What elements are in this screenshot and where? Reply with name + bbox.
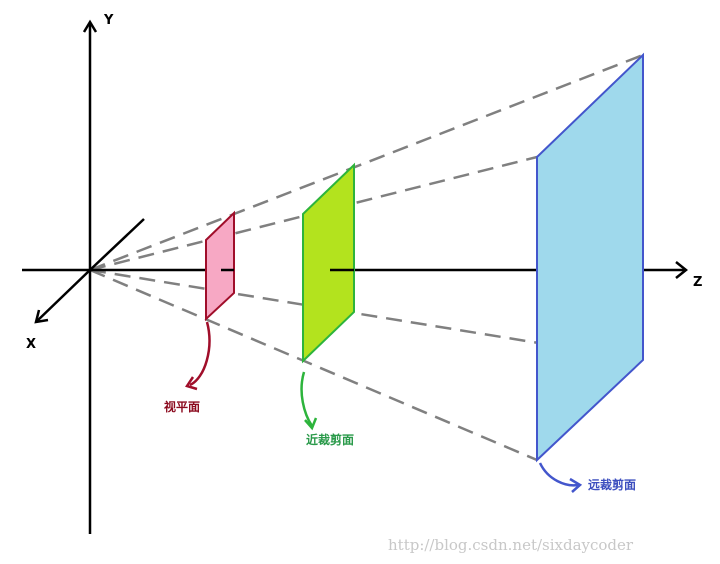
view-plane-pointer <box>185 321 211 391</box>
x-axis-label: X <box>26 337 36 352</box>
z-axis-arrow <box>675 261 689 279</box>
near-clip-pointer <box>300 371 318 431</box>
y-axis-label: Y <box>103 13 114 28</box>
x-axis-back <box>89 218 145 271</box>
view-plane-label: 视平面 <box>164 399 200 414</box>
near-clip-plane <box>302 162 355 364</box>
x-axis <box>35 269 91 323</box>
x-axis-arrow <box>34 309 49 324</box>
watermark: http://blog.csdn.net/sixdaycoder <box>388 536 634 554</box>
frustum-edge-bottom-inner <box>89 268 644 362</box>
view-plane <box>205 210 235 322</box>
y-axis-arrow <box>82 19 98 33</box>
near-clip-label: 近裁剪面 <box>306 432 354 447</box>
far-clip-label: 远裁剪面 <box>588 477 636 492</box>
frustum-edge-bottom-outer <box>89 268 538 462</box>
z-axis-label: Z <box>693 275 702 290</box>
far-clip-plane <box>536 52 644 463</box>
far-clip-pointer <box>538 462 583 493</box>
